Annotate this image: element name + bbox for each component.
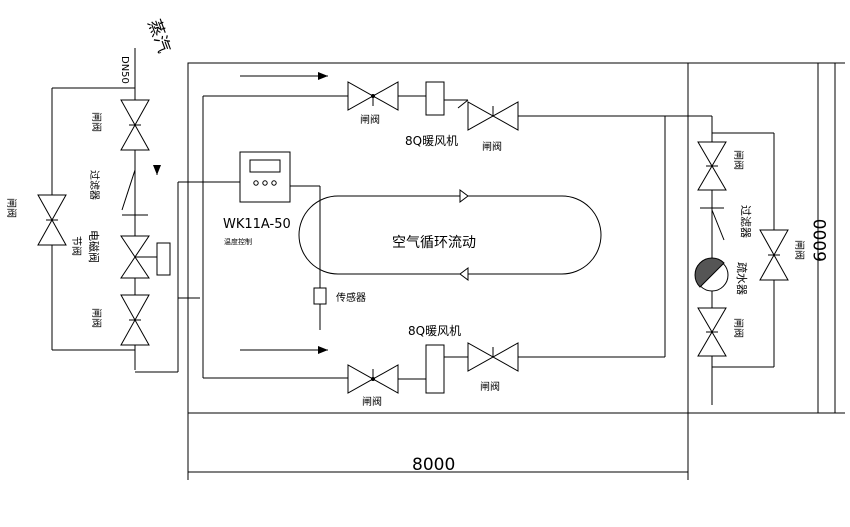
filter-right <box>700 207 725 241</box>
top-inlet-valve-label: 闸阀 <box>360 113 380 126</box>
solenoid-valve <box>120 235 171 279</box>
controller-caption: 温度控制 <box>224 237 252 246</box>
steam-label: 蒸汽 <box>143 17 173 56</box>
return-valve-top <box>697 141 727 191</box>
gate-valve-label-1: 闸阀 <box>90 112 103 132</box>
filter-label-right: 过滤器 <box>739 205 752 238</box>
width-dimension: 8000 <box>412 455 455 475</box>
throttle-valve-label: 节阀 <box>70 236 83 256</box>
top-heater <box>425 81 445 116</box>
air-loop-label: 空气循环流动 <box>392 235 476 251</box>
top-outlet-valve-label: 闸阀 <box>482 140 502 153</box>
sensor <box>313 287 327 305</box>
controller-model: WK11A-50 <box>223 217 291 232</box>
return-valve-bottom <box>697 307 727 357</box>
gate-valve-label-2: 闸阀 <box>90 308 103 328</box>
bottom-outlet-valve-label: 闸阀 <box>480 380 500 393</box>
air-circulation-loop <box>298 195 602 275</box>
solenoid-valve-label: 电磁阀 <box>87 230 101 263</box>
return-valve-bottom-label: 闸阀 <box>732 318 745 338</box>
height-dimension: 6000 <box>811 219 831 262</box>
temperature-controller <box>239 151 291 203</box>
top-heater-label: 8Q暖风机 <box>405 134 458 148</box>
bottom-inlet-valve-label: 闸阀 <box>362 395 382 408</box>
gate-valve-1 <box>120 99 150 151</box>
top-outlet-valve <box>467 101 519 131</box>
return-bypass-valve-label: 闸阀 <box>793 240 806 260</box>
filter-label-left: 过滤器 <box>88 170 101 200</box>
return-valve-top-label: 闸阀 <box>732 150 745 170</box>
steam-trap-label: 疏水器 <box>735 262 749 295</box>
gate-valve-2 <box>120 294 150 346</box>
bottom-outlet-valve <box>467 342 519 372</box>
bottom-heater <box>425 344 445 394</box>
right-dimension-frame <box>687 62 819 414</box>
top-inlet-valve <box>347 81 399 111</box>
bottom-inlet-valve <box>347 364 399 394</box>
bottom-heater-label: 8Q暖风机 <box>408 324 461 338</box>
pipe-size-label: DN50 <box>119 56 130 84</box>
filter-left <box>121 169 148 216</box>
bypass-valve-label: 闸阀 <box>5 198 18 218</box>
return-bypass-valve <box>759 229 789 281</box>
bypass-valve <box>37 194 67 246</box>
steam-trap <box>694 257 729 292</box>
sensor-label: 传感器 <box>336 291 366 304</box>
